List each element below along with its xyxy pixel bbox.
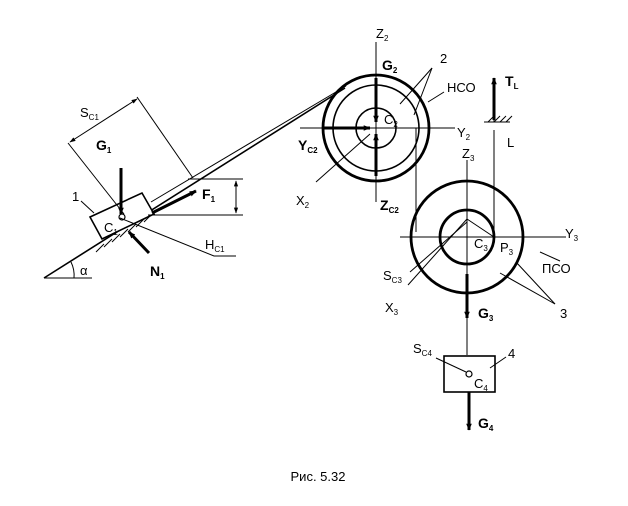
label-3: 3: [560, 306, 567, 321]
s-c4-label: SC4: [413, 341, 432, 358]
c4-label: C4: [474, 376, 488, 393]
t-l-label: TL: [505, 73, 519, 91]
s-c3-label: SC3: [383, 268, 402, 285]
body-1-block: [88, 191, 156, 241]
z3-label: Z3: [462, 146, 475, 163]
label-3-leader-b: [515, 261, 556, 305]
pso-label: ПСО: [542, 261, 571, 276]
h-c1-label: HC1: [205, 237, 225, 254]
label-4-leader: [489, 356, 507, 369]
y-c2-label: YC2: [298, 137, 318, 155]
nso-leader: [427, 91, 445, 103]
pso-leader: [539, 251, 561, 262]
z2-label: Z2: [376, 26, 389, 43]
n1-force-arrow: [127, 230, 151, 255]
body-4-block: [435, 355, 507, 393]
f1-label: F1: [202, 186, 216, 204]
f1-force-arrow: [151, 189, 197, 215]
c3-label: C3: [474, 236, 488, 253]
label-1: 1: [72, 189, 79, 204]
wheel-3: [400, 160, 566, 305]
label-2: 2: [440, 51, 447, 66]
y2-label: Y2: [457, 125, 471, 142]
c2-label: C2: [384, 112, 398, 129]
label-2-leader-b: [413, 67, 433, 116]
s-c1-label: SC1: [80, 105, 99, 122]
n1-label: N1: [150, 263, 165, 281]
g4-label: G4: [478, 415, 494, 433]
x2-label: X2: [296, 193, 310, 210]
inclined-plane: [43, 87, 346, 279]
label-1-leader: [80, 200, 95, 214]
l-label: L: [507, 135, 514, 150]
nso-label: НСО: [447, 80, 476, 95]
p3-label: P3: [500, 240, 514, 257]
figure-caption: Рис. 5.32: [291, 469, 346, 484]
rope-1: [150, 85, 347, 203]
y3-label: Y3: [565, 226, 579, 243]
g3-label: G3: [478, 305, 494, 323]
h-c1-dimension: [119, 178, 243, 257]
alpha-label: α: [80, 263, 88, 278]
support-l: [484, 80, 513, 237]
s-c1-dimension: [67, 96, 194, 215]
label-3-leader-a: [499, 272, 556, 305]
g1-label: G1: [96, 137, 112, 155]
label-4: 4: [508, 346, 515, 361]
c1-label: C1: [104, 220, 118, 237]
label-2-leader-a: [399, 67, 433, 105]
g2-label: G2: [382, 57, 398, 75]
x3-label: X3: [385, 300, 399, 317]
z-c2-label: ZC2: [380, 197, 399, 215]
